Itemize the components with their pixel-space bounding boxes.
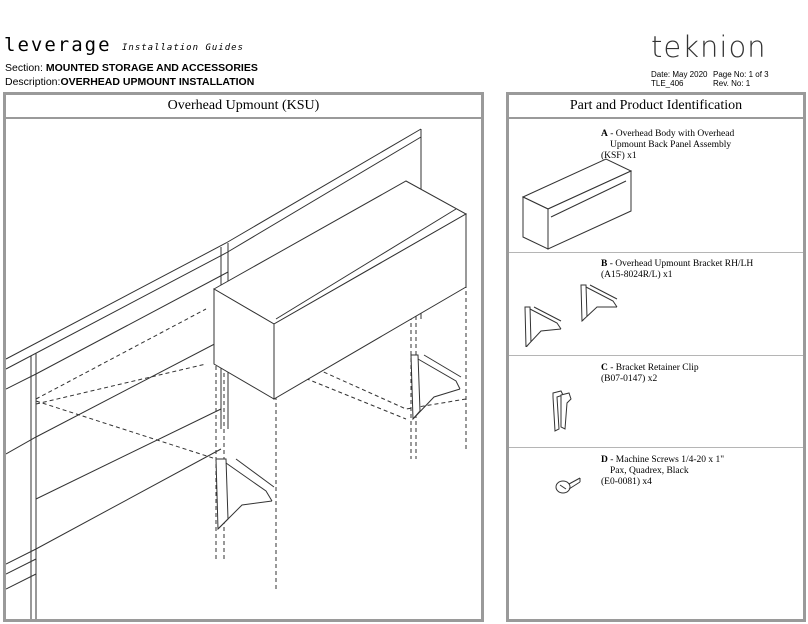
part-divider-2 (509, 355, 803, 356)
brand-subtitle: Installation Guides (122, 43, 244, 53)
part-d-label: D - Machine Screws 1/4-20 x 1" Pax, Quad… (601, 455, 725, 487)
machine-screw-drawing (555, 477, 581, 494)
doc-id: TLE_406 (651, 79, 684, 88)
part-c-letter: C (601, 363, 608, 373)
section-line: Section: MOUNTED STORAGE AND ACCESSORIES (5, 62, 258, 74)
part-divider-3 (509, 447, 803, 448)
overhead-body-drawing (521, 158, 633, 250)
part-c-label: C - Bracket Retainer Clip (B07-0147) x2 (601, 363, 699, 384)
section-label: Section: (5, 62, 43, 74)
parts-panel: Part and Product Identification A - Over… (506, 92, 806, 622)
section-value: MOUNTED STORAGE AND ACCESSORIES (45, 62, 258, 74)
part-a-label: A - Overhead Body with Overhead Upmount … (601, 129, 735, 161)
retainer-clip-drawing (552, 390, 572, 432)
installation-panel: Overhead Upmount (KSU) (3, 92, 484, 622)
bracket-drawing (524, 284, 618, 347)
description-label: Description: (5, 76, 61, 88)
description-value: OVERHEAD UPMOUNT INSTALLATION (60, 76, 255, 88)
doc-date: Date: May 2020 (651, 70, 708, 79)
part-d-letter: D (601, 455, 608, 465)
overhead-upmount-installation-drawing (6, 128, 468, 619)
brand-name: leverage (4, 34, 112, 56)
part-divider-1 (509, 252, 803, 253)
part-a-letter: A (601, 129, 608, 139)
doc-page: Page No: 1 of 3 (713, 70, 769, 79)
parts-panel-title: Part and Product Identification (509, 95, 803, 119)
teknion-logo: teknion (651, 30, 767, 64)
description-line: Description:OVERHEAD UPMOUNT INSTALLATIO… (5, 76, 254, 88)
doc-revision: Rev. No: 1 (713, 79, 751, 88)
part-b-label: B - Overhead Upmount Bracket RH/LH (A15-… (601, 259, 754, 280)
part-b-letter: B (601, 259, 608, 269)
installation-panel-title: Overhead Upmount (KSU) (6, 95, 481, 119)
